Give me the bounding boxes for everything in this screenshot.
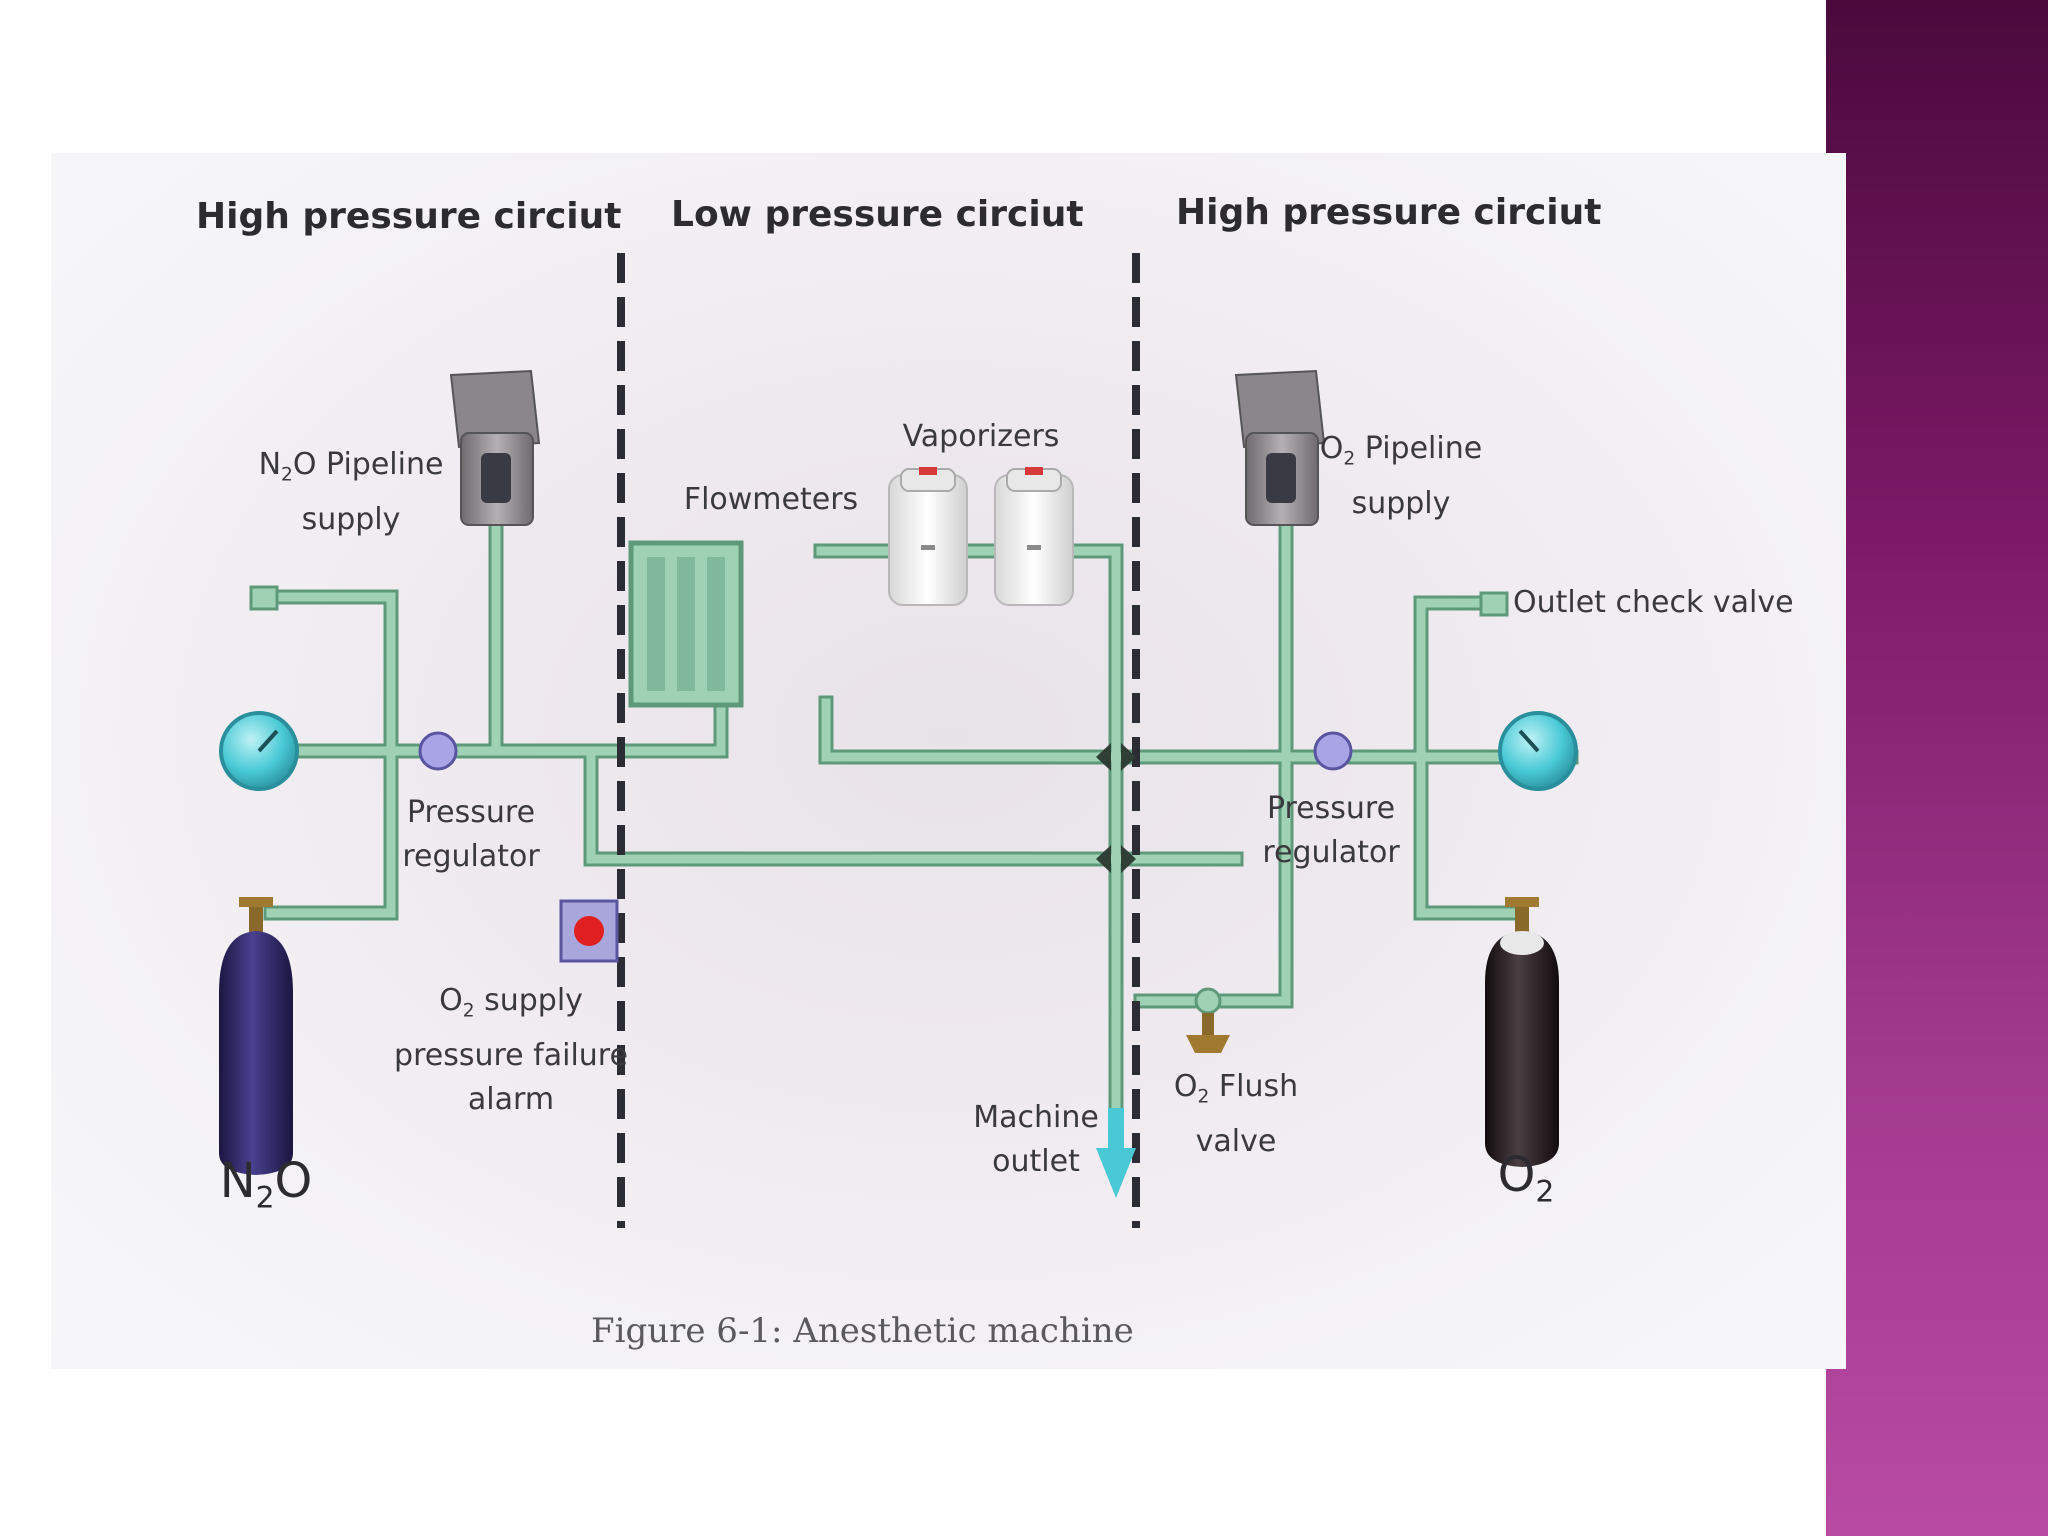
pressure-regulator-icon: [1313, 731, 1353, 771]
label-o2-flush-valve: O2 Flush valve: [1173, 1069, 1299, 1159]
pressure-gauge-icon: [1498, 711, 1578, 791]
valve-icon: [1186, 987, 1230, 1053]
label-n2o-cylinder: N2O: [219, 1153, 313, 1216]
label-flowmeters: Flowmeters: [683, 482, 859, 517]
figure-caption: Figure 6-1: Anesthetic machine: [591, 1311, 1134, 1351]
label-pressure-regulator-right: Pressure regulator: [1262, 791, 1400, 870]
alarm-icon: [559, 899, 619, 963]
header-low-pressure: Low pressure circiut: [671, 194, 1084, 235]
label-o2-supply-pressure-failure-alarm: O2 supply pressure failure alarm: [394, 983, 628, 1117]
valve-icon: [239, 897, 273, 933]
anesthetic-machine-diagram: [219, 253, 1579, 1228]
label-n2o-pipeline-supply: N2O Pipeline supply: [258, 447, 444, 537]
label-machine-outlet: Machine outlet: [973, 1100, 1099, 1179]
pressure-gauge-icon: [219, 711, 299, 791]
figure-panel: High pressure circiut Low pressure circi…: [51, 153, 1846, 1369]
gas-cylinder-icon: [219, 931, 293, 1175]
flowmeter-icon: [628, 540, 744, 708]
slide-side-band: [1826, 0, 2048, 1536]
header-high-pressure-left: High pressure circiut: [196, 196, 622, 237]
valve-icon: [1096, 743, 1136, 873]
label-pressure-regulator-left: Pressure regulator: [402, 795, 540, 874]
label-vaporizers: Vaporizers: [902, 419, 1060, 454]
outlet-arrow-icon: [1096, 1108, 1136, 1198]
label-o2-cylinder: O2: [1497, 1147, 1555, 1210]
pipeline-inlet-icon: [449, 369, 541, 526]
label-outlet-check-valve: Outlet check valve: [1513, 585, 1794, 620]
vaporizer-icon: [888, 467, 968, 606]
label-o2-pipeline-supply: O2 Pipeline supply: [1319, 431, 1483, 521]
valve-icon: [1505, 897, 1539, 933]
pressure-regulator-icon: [418, 731, 458, 771]
header-high-pressure-right: High pressure circiut: [1176, 192, 1602, 233]
vaporizer-icon: [994, 467, 1074, 606]
pipeline-inlet-icon: [1234, 369, 1326, 526]
gas-cylinder-icon: [1485, 931, 1559, 1167]
